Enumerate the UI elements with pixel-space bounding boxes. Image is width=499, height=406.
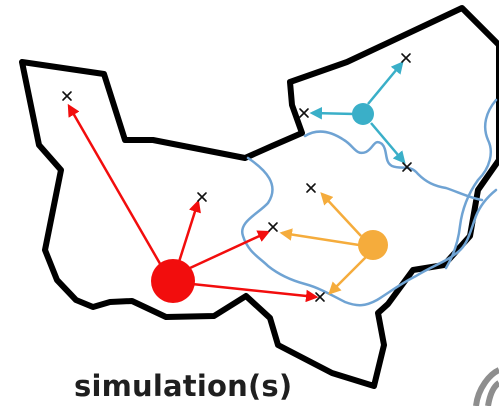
red-arrow-northwest (67, 103, 172, 282)
red-arrow-southeast (191, 282, 319, 303)
target-marker-red-2 (197, 192, 207, 202)
target-markers (62, 53, 412, 302)
target-marker-orange-1 (306, 183, 316, 193)
orange-arrow-southwest (328, 255, 368, 295)
red-arrow-east (189, 230, 271, 270)
target-marker-red-3 (268, 222, 278, 232)
orange-arrow-north (320, 192, 362, 237)
target-marker-teal-1 (401, 53, 411, 63)
target-marker-red-1 (62, 91, 72, 101)
red-group (67, 103, 319, 303)
river-branch-right (444, 98, 498, 270)
target-marker-red-4 (315, 292, 325, 302)
target-marker-teal-2 (299, 108, 309, 118)
river-branch-upper (303, 130, 484, 202)
corner-emblem (473, 367, 499, 406)
red-arrow-north (176, 199, 201, 266)
river-line (240, 156, 498, 307)
teal-arrow-west (309, 106, 356, 120)
teal-origin-circle (352, 103, 374, 125)
orange-origin-circle (358, 230, 388, 260)
teal-group (309, 61, 406, 164)
orange-group (279, 192, 388, 295)
diagram-caption: simulation(s) (74, 369, 293, 403)
region-outline (19, 5, 499, 389)
orange-arrow-west (279, 228, 360, 247)
red-origin-circle (151, 259, 195, 303)
target-marker-teal-3 (402, 162, 412, 172)
teal-arrow-southeast (370, 122, 406, 164)
teal-arrow-northeast (367, 61, 404, 105)
